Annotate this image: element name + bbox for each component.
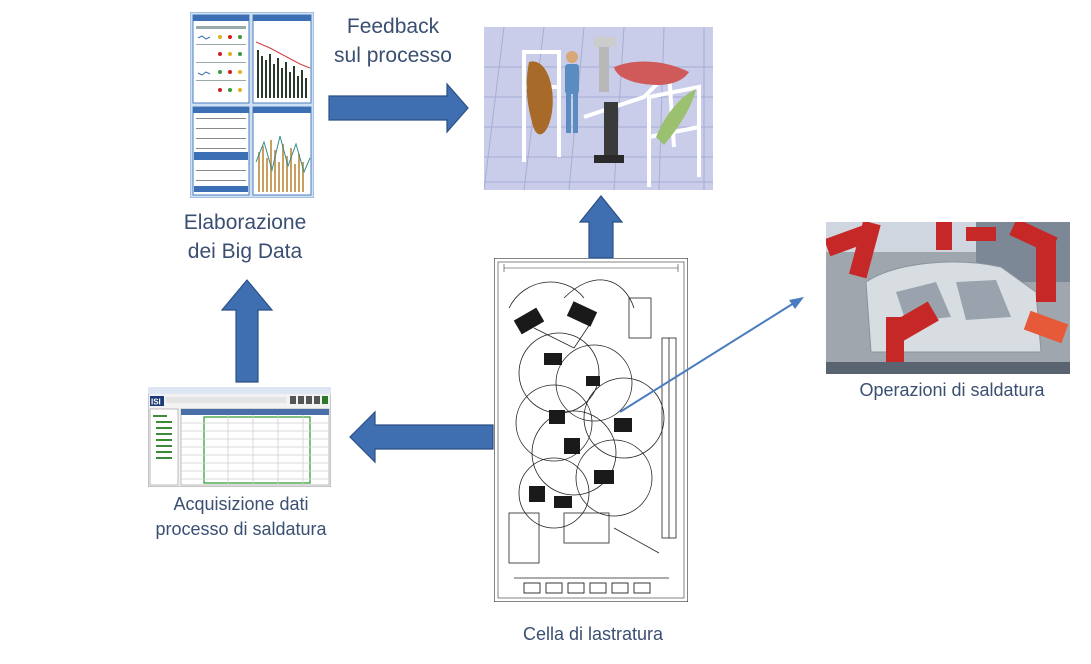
connector-arrowhead <box>789 297 804 309</box>
big-data-dashboard-image <box>190 12 314 198</box>
label-feedback-line1: Feedback <box>346 15 440 38</box>
label-acquisizione-line1: Acquisizione dati <box>173 494 309 514</box>
label-feedback-line2: sul processo <box>334 44 452 68</box>
label-feedback-processo: Feedback sul processo <box>318 12 468 71</box>
label-acquisizione-dati: Acquisizione dati processo di saldatura <box>132 492 350 542</box>
process-simulation-image <box>484 27 713 190</box>
software-logo-text: ISI <box>151 398 161 407</box>
arrow-left-cell-to-acquisition <box>349 410 494 464</box>
robot-welding-photo <box>826 222 1070 374</box>
connector-line-to-photo <box>619 302 795 413</box>
label-cella-lastratura: Cella di lastratura <box>500 622 686 647</box>
label-cella-text: Cella di lastratura <box>522 624 664 644</box>
label-acquisizione-line2: processo di saldatura <box>155 519 327 540</box>
acquisition-software-image: ISI <box>148 387 331 487</box>
arrow-up-cell-to-simulation <box>578 195 624 259</box>
label-operazioni-saldatura: Operazioni di saldatura <box>836 378 1068 403</box>
welding-cell-layout-image <box>494 258 688 602</box>
label-operazioni-text: Operazioni di saldatura <box>859 380 1045 400</box>
label-elaborazione-big-data: Elaborazione dei Big Data <box>160 208 330 267</box>
arrow-right-feedback <box>328 82 469 134</box>
arrow-up-acquisition-to-elaboration <box>220 279 274 383</box>
label-elaborazione-line1: Elaborazione <box>183 211 307 234</box>
label-elaborazione-line2: dei Big Data <box>187 240 303 264</box>
